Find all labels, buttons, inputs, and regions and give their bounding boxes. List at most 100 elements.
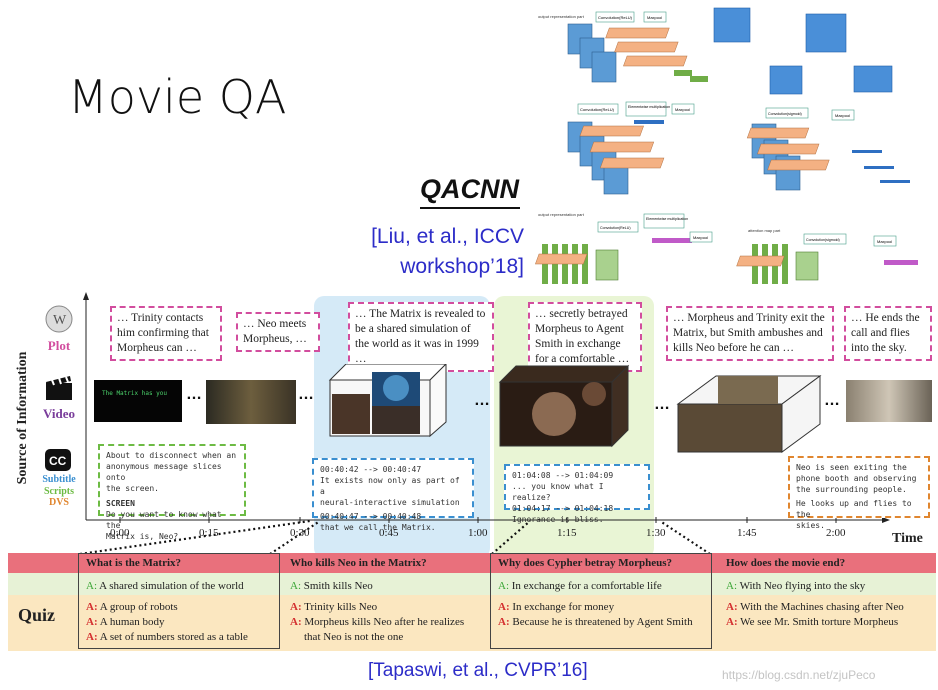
answer-prefix: A: <box>290 580 301 592</box>
time-tick: 2:00 <box>826 527 846 539</box>
quiz-wrong-answer: Trinity kills Neo <box>304 601 378 613</box>
quiz-table: Quiz What is the Matrix? A: A shared sim… <box>8 553 936 651</box>
quiz-wrong-row <box>8 595 936 651</box>
svg-text:CC: CC <box>49 454 67 468</box>
source-video-label: Video <box>42 406 76 421</box>
answer-prefix: A: <box>290 616 302 628</box>
conv-relu-label-3: Convolution(ReLU) <box>600 226 631 230</box>
quiz-question-row <box>8 553 936 573</box>
answer-prefix: A: <box>290 601 302 613</box>
citation-top: [Liu, et al., ICCV workshop’18] <box>371 222 524 282</box>
quiz-question: Why does Cypher betray Morpheus? <box>498 557 672 569</box>
citation-top-line2: workshop’18] <box>400 255 524 278</box>
time-tick: 0:00 <box>110 527 130 539</box>
elementwise-label-2: Elementwise multiplication <box>646 217 688 221</box>
svg-text:W: W <box>53 313 67 328</box>
plot-box-5: … Morpheus and Trinity exit the Matrix, … <box>666 306 834 361</box>
video-frame-2 <box>206 380 296 424</box>
selected-column-box-1 <box>78 553 280 649</box>
subtitle2-time2: 01:04:17 --> 01:04:18 <box>512 504 614 513</box>
subtitle2-line2: Ignorance is bliss. <box>512 515 604 524</box>
subtitle1-time1: 00:40:42 --> 00:40:47 <box>320 465 422 474</box>
answer-prefix: A: <box>498 580 509 592</box>
selected-column-box-2 <box>490 553 712 649</box>
time-tick: 1:00 <box>468 527 488 539</box>
quiz-correct-row <box>8 573 936 595</box>
quiz-wrong-answer-cont: that Neo is not the one <box>304 631 404 643</box>
quiz-wrong-answer: With the Machines chasing after Neo <box>740 601 904 613</box>
script-line-2: anonymous message slices onto <box>106 462 222 482</box>
quiz-correct-answer: In exchange for a comfortable life <box>511 580 662 592</box>
video-frame-3d-stack-3 <box>676 375 822 453</box>
source-scripts-label: Scripts <box>44 486 74 497</box>
conv-block-2: Convolution(ReLU) Elementwise multiplica… <box>567 101 695 195</box>
closed-caption-icon: CC <box>45 449 71 471</box>
quiz-correct-answer: With Neo flying into the sky <box>739 580 866 592</box>
script-box: About to disconnect when an anonymous me… <box>98 444 246 541</box>
dvs-line-5: skies. <box>796 521 825 530</box>
subtitle2-time1: 01:04:08 --> 01:04:09 <box>512 471 614 480</box>
ellipsis-3: … <box>474 392 491 409</box>
dvs-line-4: He looks up and flies to the <box>796 499 912 519</box>
ellipsis-5: … <box>824 392 841 409</box>
source-plot-label: Plot <box>47 338 71 353</box>
citation-bottom: [Tapaswi, et al., CVPR’16] <box>368 660 588 681</box>
quiz-question: Who kills Neo in the Matrix? <box>290 557 427 569</box>
dvs-line-1: Neo is seen exiting the <box>796 463 907 472</box>
subtitle1-line3: that we call the Matrix. <box>320 523 436 532</box>
plot-box-1: … Trinity contacts him confirming that M… <box>110 306 222 361</box>
maxpool-label-4: Maxpool <box>693 235 708 240</box>
wikipedia-icon: W <box>45 305 73 333</box>
model-name: QACNN <box>420 174 519 204</box>
citation-top-line1: [Liu, et al., ICCV <box>371 225 524 248</box>
output-rep-bottom: Convolution(ReLU) Elementwise multiplica… <box>535 213 918 284</box>
video-frame-3d-stack-1 <box>328 364 447 438</box>
answer-prefix: A: <box>86 580 97 592</box>
quiz-wrong-answer: Because he is threatened by Agent Smith <box>512 616 693 628</box>
dvs-line-2: phone booth and observing <box>796 474 917 483</box>
answer-prefix: A: <box>498 616 510 628</box>
subtitle-box-2: 01:04:08 --> 01:04:09 ... you know what … <box>504 464 650 524</box>
time-axis-label: Time <box>892 531 923 546</box>
quiz-wrong-answer: A human body <box>99 616 165 628</box>
slide-title: Movie QA <box>68 70 287 124</box>
time-tick: 1:30 <box>646 527 666 539</box>
subtitle1-time2: 00:40:47 --> 00:40:48 <box>320 512 422 521</box>
subtitle1-line2: neural-interactive simulation <box>320 498 460 507</box>
time-tick: 0:45 <box>379 527 399 539</box>
conv-block-3: Convolution(sigmoid) Maxpool <box>746 107 910 191</box>
answer-prefix: A: <box>498 601 510 613</box>
quiz-wrong-answer: Morpheus kills Neo after he realizes <box>304 616 465 628</box>
maxpool-label-3: Maxpool <box>835 113 850 118</box>
dvs-line-3: the surrounding people. <box>796 485 907 494</box>
ellipsis-4: … <box>654 396 671 413</box>
quiz-wrong-answer: In exchange for money <box>512 601 615 613</box>
subtitle2-line1: ... you know what I realize? <box>512 482 604 502</box>
subtitle-box-1: 00:40:42 --> 00:40:47 It exists now only… <box>312 458 474 532</box>
quiz-correct-answer: Smith kills Neo <box>303 580 373 592</box>
video-frame-3d-stack-2 <box>498 364 630 448</box>
video-frame-matrix-text: The Matrix has you <box>94 380 182 422</box>
script-line-5: Do you want to know what the <box>106 510 222 530</box>
maxpool-label-1: Maxpool <box>647 15 662 20</box>
output-rep-label-2: output representation part <box>538 212 585 217</box>
plot-box-6: … He ends the call and flies into the sk… <box>844 306 932 361</box>
attention-map-label: attention map part <box>748 228 781 233</box>
script-line-1: About to disconnect when an <box>106 451 237 460</box>
model-name-underline <box>420 207 520 209</box>
answer-prefix: A: <box>726 580 737 592</box>
answer-prefix: A: <box>86 631 98 643</box>
qacnn-architecture-diagram: output representation part output repres… <box>535 7 918 284</box>
elementwise-label: Elementwise multiplication <box>628 105 670 109</box>
quiz-wrong-answer: A group of robots <box>99 601 178 613</box>
time-tick: 0:15 <box>199 527 219 539</box>
time-tick: 0:30 <box>290 527 310 539</box>
plot-box-3: … The Matrix is revealed to be a shared … <box>348 302 494 372</box>
video-frame-last <box>846 380 932 422</box>
answer-prefix: A: <box>726 616 738 628</box>
conv-relu-label-2: Convolution(ReLU) <box>580 107 615 112</box>
time-tick: 1:15 <box>557 527 577 539</box>
script-line-4: SCREEN <box>106 499 135 508</box>
dvs-box: Neo is seen exiting the phone booth and … <box>788 456 930 530</box>
subtitle1-line1: It exists now only as part of a <box>320 476 460 496</box>
